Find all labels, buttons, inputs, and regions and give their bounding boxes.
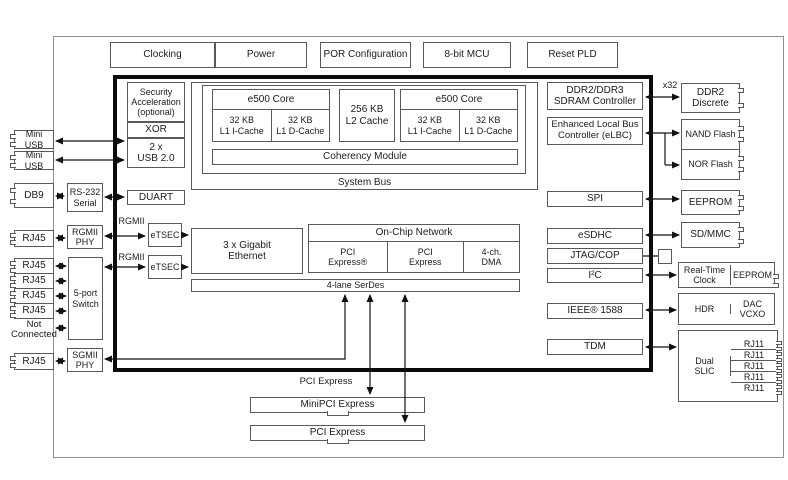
connector-rj11-3: RJ11 (731, 361, 782, 373)
block-coherency-module: Coherency Module (212, 149, 518, 165)
connector-rj45-3: RJ45 (10, 273, 54, 289)
block-rgmii-phy: RGMII PHY (67, 225, 103, 249)
block-clocking: Clocking (110, 42, 215, 68)
block-tdm: TDM (547, 339, 643, 355)
block-spi: SPI (547, 191, 643, 207)
l1-dcache: 32 KB L1 D-Cache (464, 115, 513, 136)
hdr-dac-row: HDR DAC VCXO (678, 293, 775, 325)
block-e500-core-2: e500 Core 32 KB L1 I-Cache 32 KB L1 D-Ca… (400, 89, 518, 142)
rtc-eeprom-row: Real-Time Clock EEPROM (678, 262, 779, 288)
l1-dcache: 32 KB L1 D-Cache (276, 115, 325, 136)
slot-pci-express: PCI Express (250, 425, 425, 444)
block-serdes: 4-lane SerDes (191, 279, 520, 292)
l1-icache: 32 KB L1 I-Cache (213, 110, 272, 141)
connector-mini-usb-1: Mini USB (10, 129, 54, 150)
connector-rj11-2: RJ11 (731, 350, 782, 362)
connector-rj45-5: RJ45 (10, 303, 54, 319)
on-chip-network-title: On-Chip Network (309, 225, 519, 242)
connector-rj45-1: RJ45 (10, 230, 54, 247)
chip-ddr2-discrete: DDR2 Discrete (681, 83, 744, 113)
system-bus-label: System Bus (337, 177, 392, 188)
l1-icache: 32 KB L1 I-Cache (401, 110, 460, 141)
jtag-header (658, 249, 672, 264)
cell-dma: 4-ch. DMA (481, 246, 502, 267)
chip-nand-flash: NAND Flash (682, 120, 744, 150)
chip-eeprom-1: EEPROM (681, 190, 744, 215)
connector-rj45-2: RJ45 (10, 258, 54, 274)
chip-nor-flash: NOR Flash (682, 150, 744, 179)
wire-label-rgmii-2: RGMII (118, 252, 145, 263)
slot-minipci-express: MiniPCI Express (250, 397, 425, 416)
wire-label-rgmii-1: RGMII (118, 216, 145, 227)
connector-rj11-5: RJ11 (731, 383, 782, 396)
block-gigabit-ethernet: 3 x Gigabit Ethernet (191, 228, 303, 274)
block-power: Power (215, 42, 307, 68)
block-duart: DUART (127, 190, 185, 205)
connector-db9: DB9 (10, 183, 54, 208)
soc-boundary (113, 75, 653, 372)
block-jtag-cop: JTAG/COP (547, 248, 643, 264)
block-elbc: Enhanced Local Bus Controller (eLBC) (547, 117, 643, 145)
connector-rj45-4: RJ45 (10, 288, 54, 304)
block-sgmii-phy: SGMII PHY (67, 348, 103, 372)
chip-nand-nor-flash: NAND Flash NOR Flash (681, 119, 744, 180)
block-usb: 2 x USB 2.0 (127, 138, 185, 168)
block-ddr-controller: DDR2/DDR3 SDRAM Controller (547, 82, 643, 110)
block-i2c: I²C (547, 268, 643, 283)
chip-dual-slic: Dual SLIC (679, 355, 731, 377)
chip-dac-vcxo: DAC VCXO (739, 298, 766, 319)
label-x32: x32 (662, 79, 678, 90)
connector-rj45-6: RJ45 (10, 353, 54, 370)
label-not-connected: Not Connected (11, 318, 57, 340)
label-pci-express: PCI Express (299, 376, 353, 388)
cell-pci-express-2: PCI Express (388, 242, 465, 272)
block-reset-pld: Reset PLD (527, 42, 618, 68)
block-5-port-switch: 5-port Switch (68, 257, 103, 340)
chip-eeprom-2: EEPROM (731, 270, 779, 288)
e500-core-title: e500 Core (213, 90, 329, 110)
block-etsec-2: eTSEC (148, 255, 182, 279)
block-ieee-1588: IEEE® 1588 (547, 303, 643, 319)
block-rs232-serial: RS-232 Serial (67, 183, 103, 212)
block-e500-core-1: e500 Core 32 KB L1 I-Cache 32 KB L1 D-Ca… (212, 89, 330, 142)
chip-hdr: HDR (679, 303, 731, 315)
connector-rj11-1: RJ11 (731, 339, 782, 351)
dual-slic-row: Dual SLIC RJ11 RJ11 RJ11 RJ11 RJ11 (678, 330, 782, 402)
connector-rj11-4: RJ11 (731, 372, 782, 385)
block-etsec-1: eTSEC (148, 223, 182, 247)
chip-real-time-clock: Real-Time Clock (679, 264, 731, 286)
block-esdhc: eSDHC (547, 228, 643, 244)
connector-mini-usb-2: Mini USB (10, 150, 54, 171)
block-por-configuration: POR Configuration (320, 42, 411, 68)
block-l2-cache: 256 KB L2 Cache (339, 89, 395, 142)
cell-pci-express-1: PCI Express® (309, 242, 388, 272)
block-8bit-mcu: 8-bit MCU (423, 42, 511, 68)
block-xor: XOR (127, 122, 185, 138)
e500-core-title: e500 Core (401, 90, 517, 110)
chip-sd-mmc: SD/MMC (681, 222, 744, 248)
block-security-acceleration: Security Acceleration (optional) (127, 82, 185, 122)
board-frame (53, 36, 784, 458)
on-chip-network: On-Chip Network PCI Express® PCI Express… (308, 224, 520, 273)
